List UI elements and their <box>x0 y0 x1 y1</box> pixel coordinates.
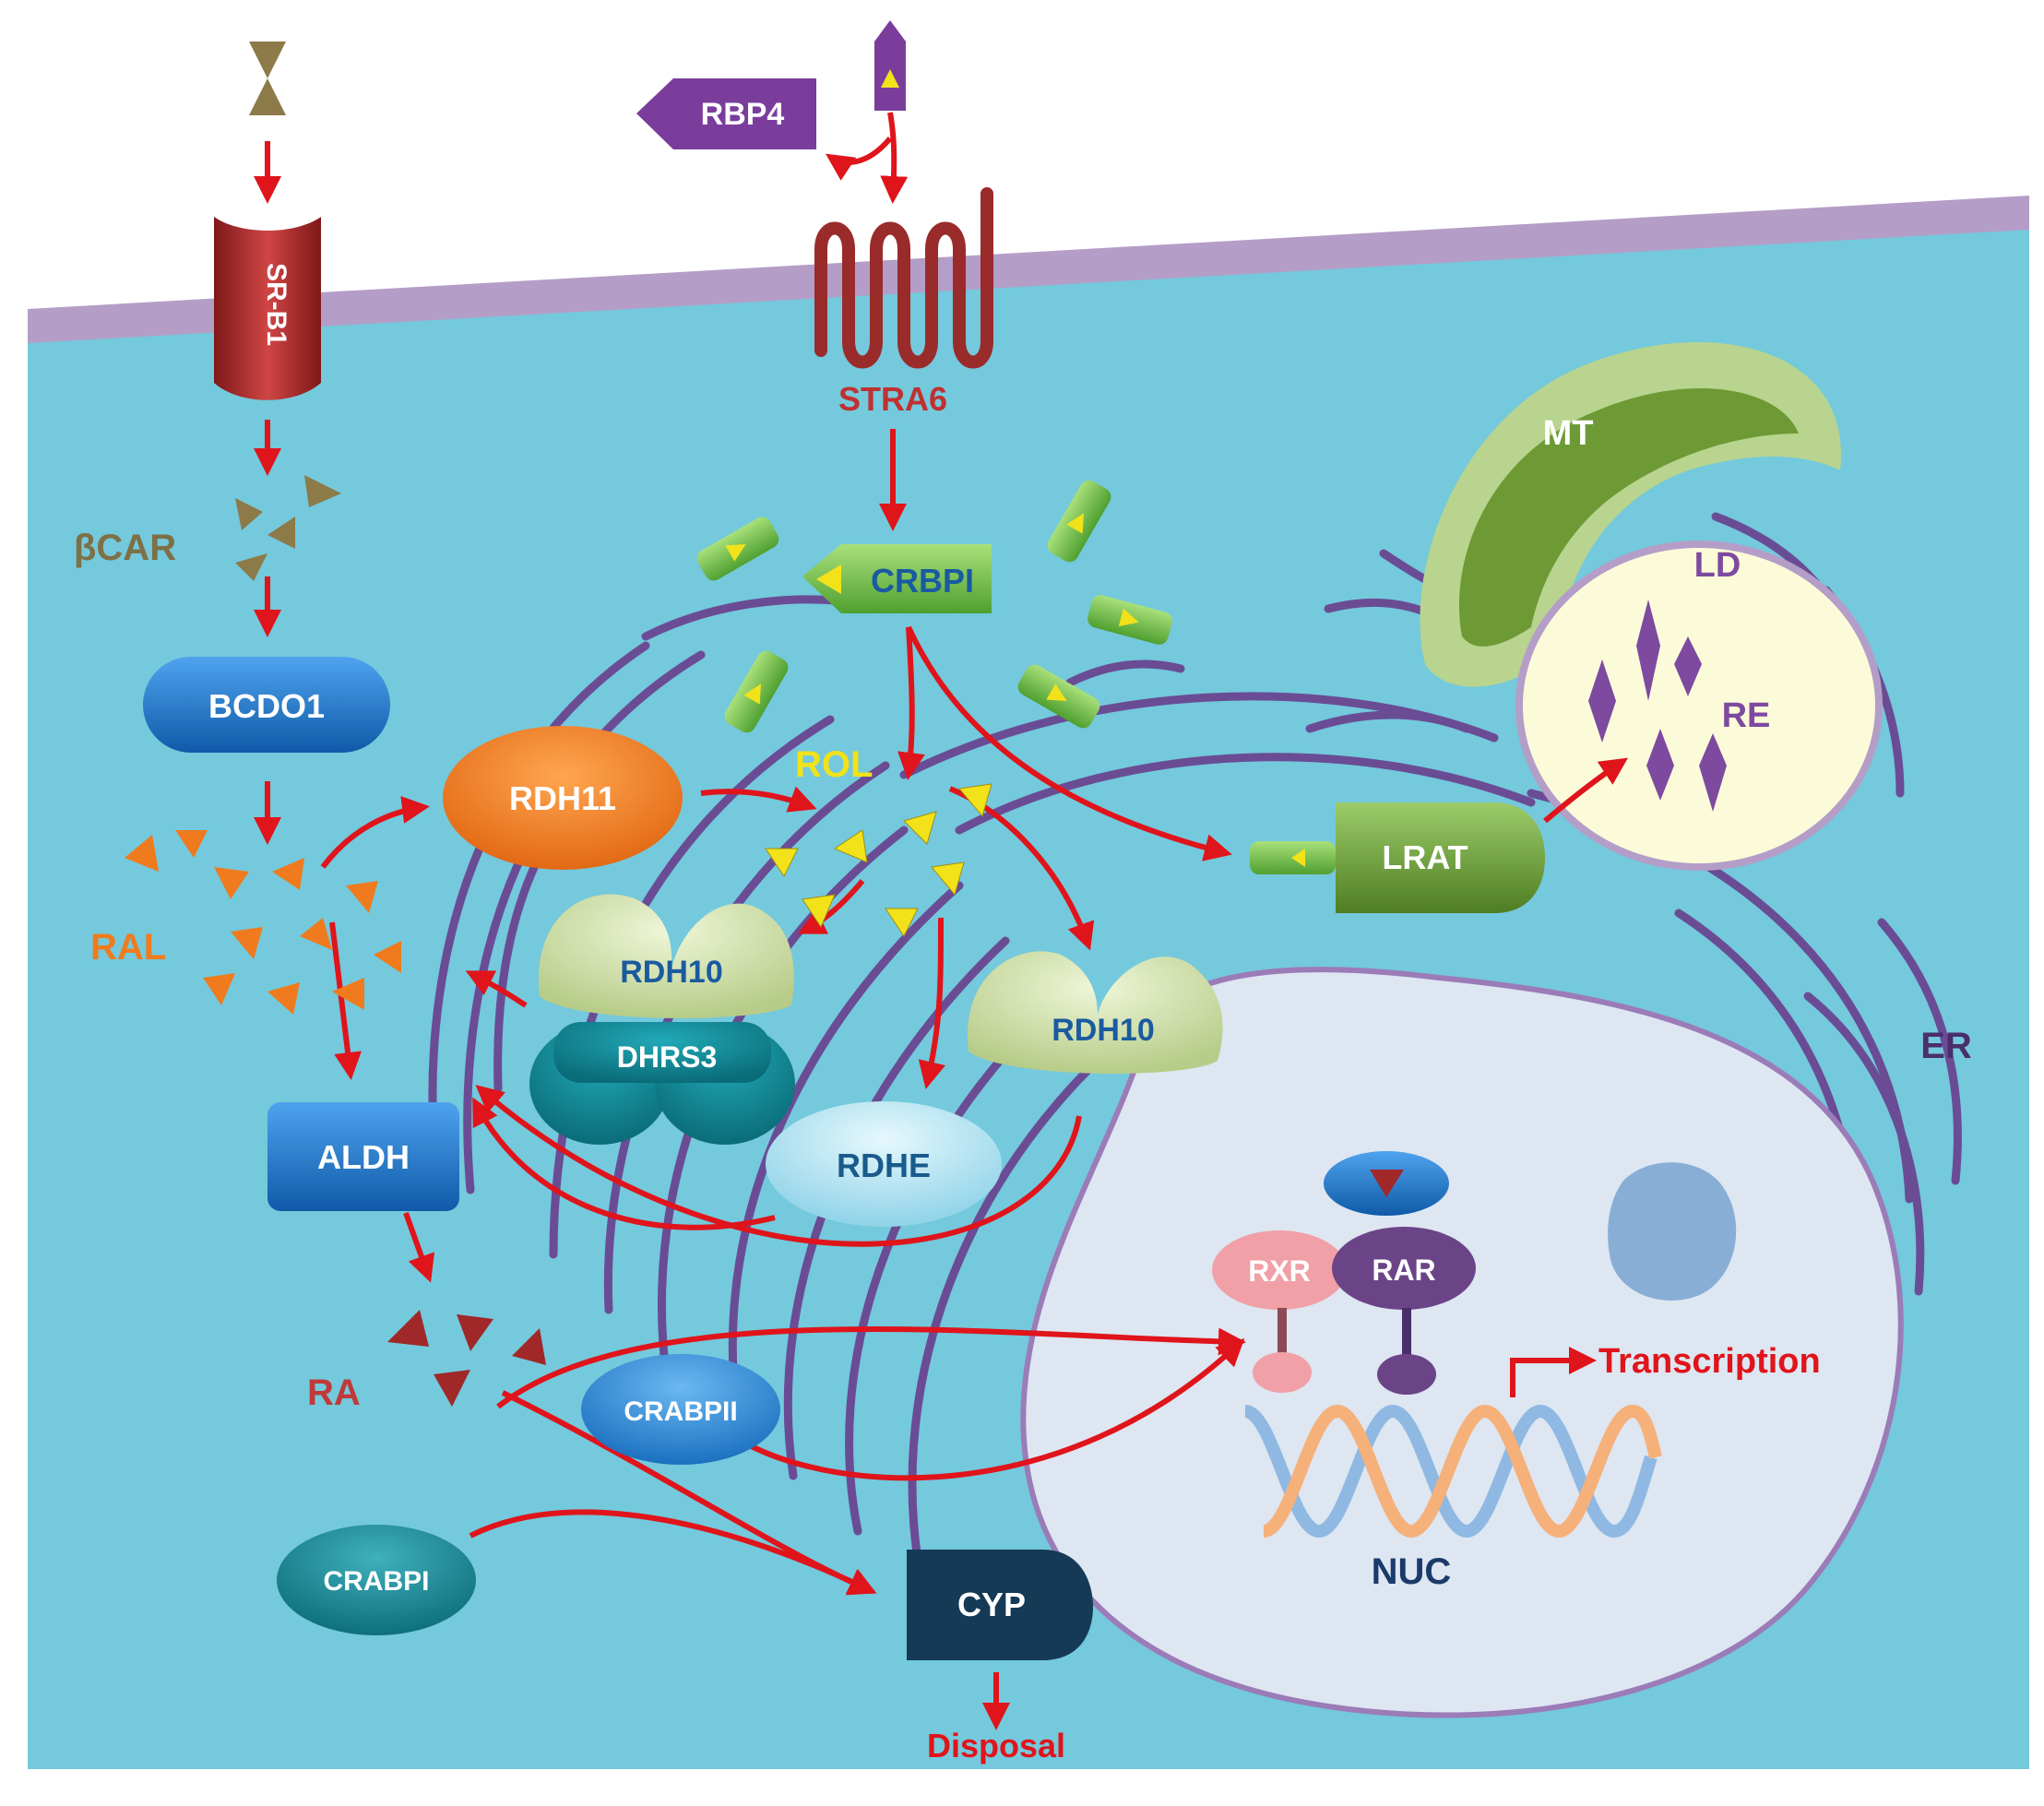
ra-label: RA <box>307 1372 361 1413</box>
rdh10-label-left: RDH10 <box>620 955 722 990</box>
rbp4-label: RBP4 <box>701 97 785 132</box>
crbp1-label: CRBPI <box>871 562 974 600</box>
ra-ligand-carrier <box>1324 1151 1449 1216</box>
rdh10-enzyme-left: RDH10 <box>538 894 794 1018</box>
er-label: ER <box>1920 1026 1972 1066</box>
srb1-label: SR-B1 <box>261 263 291 346</box>
rdh10-label-right: RDH10 <box>1052 1013 1154 1048</box>
bcdo1-label: BCDO1 <box>208 687 325 725</box>
aldh-enzyme: ALDH <box>267 1102 459 1211</box>
dhrs3-label: DHRS3 <box>617 1040 717 1074</box>
rdh11-label: RDH11 <box>509 779 616 817</box>
ral-label: RAL <box>90 927 166 968</box>
mt-label: MT <box>1543 414 1594 453</box>
rdh10-enzyme-right: RDH10 <box>968 951 1223 1074</box>
dna-helix <box>1243 1404 1662 1539</box>
rdh11-enzyme: RDH11 <box>443 726 683 870</box>
mitochondrion <box>1420 341 1842 687</box>
rar-receptor: RAR <box>1332 1227 1476 1395</box>
dhrs3-enzyme: DHRS3 <box>529 1022 795 1145</box>
rol-label: ROL <box>795 744 873 785</box>
cyp-label: CYP <box>957 1586 1026 1623</box>
rbp4-group: RBP4 <box>636 78 816 149</box>
stra6-label: STRA6 <box>838 380 947 418</box>
bcar-precursor-icon <box>249 42 286 115</box>
rxr-label: RXR <box>1248 1254 1311 1288</box>
rxr-receptor: RXR <box>1212 1230 1347 1393</box>
crbp1-protein: CRBPI <box>802 544 992 613</box>
lrat-bound-crbp1-icon <box>1250 841 1336 874</box>
crabp2-label: CRABPII <box>624 1396 737 1427</box>
rdhe-label: RDHE <box>837 1147 931 1184</box>
pathway-arrows <box>254 112 1628 1730</box>
rol-molecules <box>765 783 992 937</box>
re-label: RE <box>1722 696 1771 735</box>
rbp4-shape <box>636 78 816 149</box>
rdhe-enzyme: RDHE <box>766 1101 1002 1227</box>
cell-membrane <box>28 196 2029 349</box>
stra6-receptor <box>814 187 993 369</box>
aldh-label: ALDH <box>317 1138 410 1176</box>
cyp-enzyme: CYP <box>907 1550 1093 1660</box>
nuc-label: NUC <box>1372 1551 1452 1592</box>
nucleolus <box>1608 1162 1737 1301</box>
retinol-rbp4-complex-icon <box>874 20 906 111</box>
lipid-droplet <box>1515 541 1883 871</box>
ra-molecules <box>387 1310 546 1407</box>
bcar-label: βCAR <box>74 528 176 568</box>
ral-molecules <box>125 830 401 1015</box>
retinyl-ester-crystals <box>1588 600 1727 812</box>
crabp1-protein: CRABPI <box>277 1525 476 1635</box>
nucleus <box>1020 967 1904 1718</box>
crbp1-small-copies <box>696 480 1172 733</box>
srb1-receptor: SR-B1 <box>214 217 321 400</box>
bcar-molecules <box>235 475 341 581</box>
crabp1-label: CRABPI <box>323 1566 429 1597</box>
disposal-label: Disposal <box>927 1727 1065 1764</box>
crabp2-protein: CRABPII <box>581 1354 780 1465</box>
transcription-label: Transcription <box>1598 1342 1821 1381</box>
bcdo1-enzyme: BCDO1 <box>143 657 390 753</box>
lrat-label: LRAT <box>1382 838 1468 876</box>
ld-label: LD <box>1694 546 1741 585</box>
rar-label: RAR <box>1372 1254 1435 1287</box>
lrat-enzyme: LRAT <box>1250 802 1545 913</box>
